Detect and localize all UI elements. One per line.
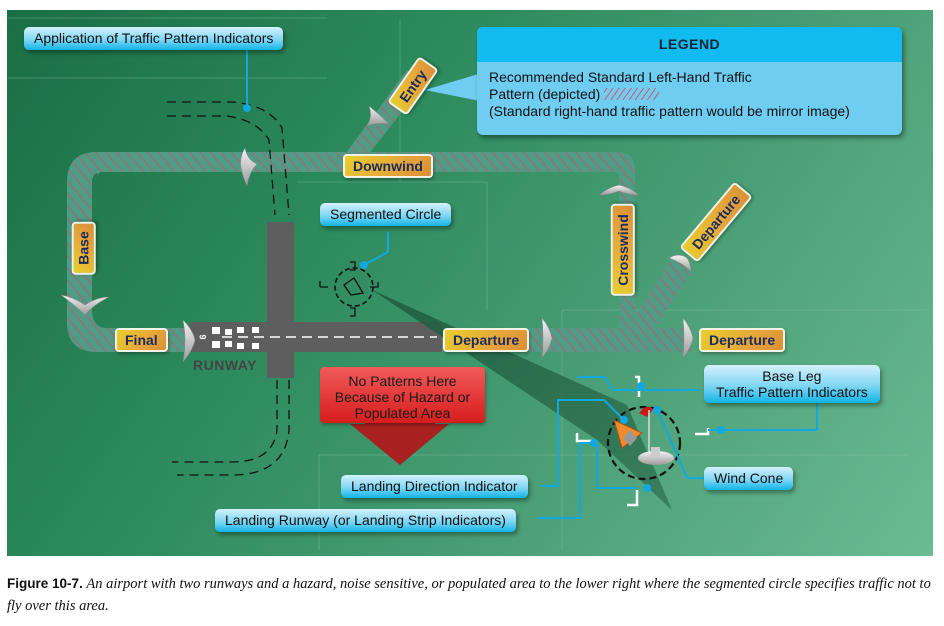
legend-line1: Recommended Standard Left-Hand Traffic xyxy=(489,69,752,85)
segmented-circle-small xyxy=(319,261,379,317)
tag-text: Departure xyxy=(709,332,776,348)
callout-text: Segmented Circle xyxy=(330,206,442,222)
pattern-arrows xyxy=(60,105,694,363)
tag-text: Final xyxy=(125,332,158,348)
callout-text: Landing Runway (or Landing Strip Indicat… xyxy=(225,512,506,528)
callout-base-leg-indicators: Base Leg Traffic Pattern Indicators xyxy=(704,365,880,403)
figure-caption: Figure 10-7. An airport with two runways… xyxy=(7,573,937,617)
legend-body: Recommended Standard Left-Hand Traffic P… xyxy=(477,62,902,127)
departure-arrow-2 xyxy=(682,317,694,359)
entry-arrow xyxy=(366,105,390,127)
legend-box: LEGEND Recommended Standard Left-Hand Tr… xyxy=(477,27,902,135)
runway-label: RUNWAY xyxy=(193,357,257,373)
hazard-notice: No Patterns Here Because of Hazard or Po… xyxy=(320,367,485,423)
legend-line2-row: Pattern (depicted) xyxy=(489,86,890,103)
runway-crossing xyxy=(267,222,294,378)
legend-line2: Pattern (depicted) xyxy=(489,86,601,102)
crosswind-arrow xyxy=(598,184,640,196)
tag-departure-straight: Departure xyxy=(699,328,786,352)
leader-lines xyxy=(246,50,818,519)
legend-line3: (Standard right-hand traffic pattern wou… xyxy=(489,103,850,119)
tag-base: Base xyxy=(71,221,96,275)
callout-text-line2: Traffic Pattern Indicators xyxy=(716,384,868,400)
callout-wind-cone: Wind Cone xyxy=(704,467,794,490)
application-dashed-paths xyxy=(167,101,290,476)
tag-final: Final xyxy=(115,328,168,352)
hazard-line1: No Patterns Here xyxy=(348,373,457,389)
tag-text: Crosswind xyxy=(614,214,631,286)
downwind-arrow xyxy=(240,147,258,187)
departure-arrow-3 xyxy=(668,254,692,273)
caption-text: An airport with two runways and a hazard… xyxy=(7,576,931,614)
tag-text: Downwind xyxy=(353,158,423,174)
pattern-downwind-leg xyxy=(97,152,635,328)
departure-arrow-1 xyxy=(541,317,553,359)
base-arrow xyxy=(60,294,110,316)
hatch-sample-icon xyxy=(604,88,660,100)
tag-text: Base xyxy=(75,231,92,265)
pattern-departure-diagonal xyxy=(619,258,692,352)
callout-text: Landing Direction Indicator xyxy=(351,478,518,494)
hazard-line3: Populated Area xyxy=(354,405,451,421)
legend-pointer xyxy=(425,72,485,102)
hazard-shadow xyxy=(372,290,672,510)
tag-crosswind: Crosswind xyxy=(610,204,635,296)
leader-dots xyxy=(243,104,725,492)
hazard-line2: Because of Hazard or xyxy=(334,389,471,405)
callout-text: Application of Traffic Pattern Indicator… xyxy=(34,30,274,46)
runway-number: 9 xyxy=(197,334,208,340)
caption-figure-number: Figure 10-7. xyxy=(7,576,83,591)
tag-departure-runway: Departure xyxy=(443,328,530,352)
callout-landing-runway: Landing Runway (or Landing Strip Indicat… xyxy=(215,509,516,532)
callout-text: Wind Cone xyxy=(714,470,784,486)
tag-text: Departure xyxy=(453,332,520,348)
diagram-canvas: Application of Traffic Pattern Indicator… xyxy=(7,10,933,556)
callout-application-of-traffic-pattern-indicators: Application of Traffic Pattern Indicator… xyxy=(24,27,284,50)
hazard-arrow xyxy=(350,422,449,465)
callout-segmented-circle: Segmented Circle xyxy=(320,203,452,226)
tag-downwind: Downwind xyxy=(343,154,433,178)
runways xyxy=(190,222,442,378)
final-arrow xyxy=(182,319,196,363)
callout-text-line1: Base Leg xyxy=(762,368,822,384)
legend-title: LEGEND xyxy=(477,27,902,62)
callout-landing-direction-indicator: Landing Direction Indicator xyxy=(341,475,528,498)
